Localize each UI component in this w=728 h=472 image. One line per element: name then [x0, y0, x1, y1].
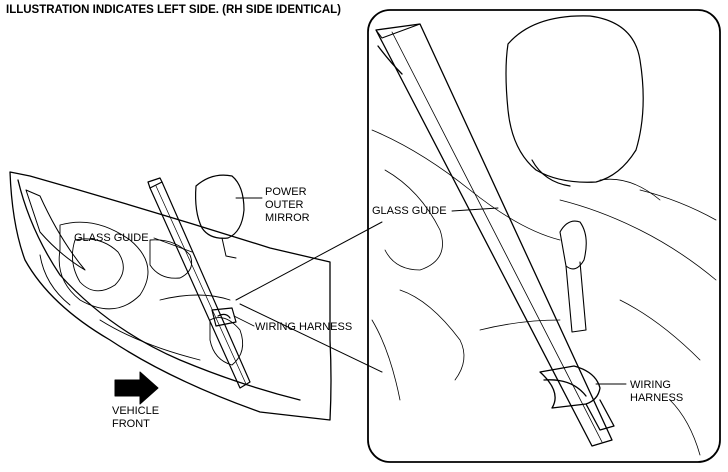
- label-glass-guide-left: GLASS GUIDE: [74, 232, 149, 244]
- label-vehicle-front: VEHICLE FRONT: [112, 405, 160, 430]
- detail-headrest: [505, 15, 644, 187]
- left-mirror: [195, 174, 245, 259]
- vehicle-front-arrow: [114, 371, 159, 405]
- door-inner-panel: [39, 221, 244, 366]
- label-wiring-harness-left: WIRING HARNESS: [255, 321, 353, 333]
- diagram-title: ILLUSTRATION INDICATES LEFT SIDE. (RH SI…: [6, 4, 341, 16]
- leader-lines: [153, 197, 627, 385]
- label-wiring-harness-detail: WIRING HARNESS: [630, 379, 684, 404]
- left-glass-guide-rail: [147, 177, 251, 389]
- label-power-outer-mirror: POWER OUTER MIRROR: [265, 186, 310, 224]
- callout-line-top: [235, 221, 383, 301]
- callout-line-bottom: [239, 303, 383, 373]
- detail-glass-guide-rail: [375, 23, 613, 447]
- detail-mirror-mount: [559, 220, 587, 333]
- detail-body-lines: [371, 129, 717, 456]
- detail-box: [367, 9, 721, 463]
- left-harness-connector: [211, 307, 237, 327]
- detail-harness-clip: [539, 365, 615, 431]
- label-glass-guide-detail: GLASS GUIDE: [372, 205, 447, 217]
- door-outline: [9, 171, 332, 421]
